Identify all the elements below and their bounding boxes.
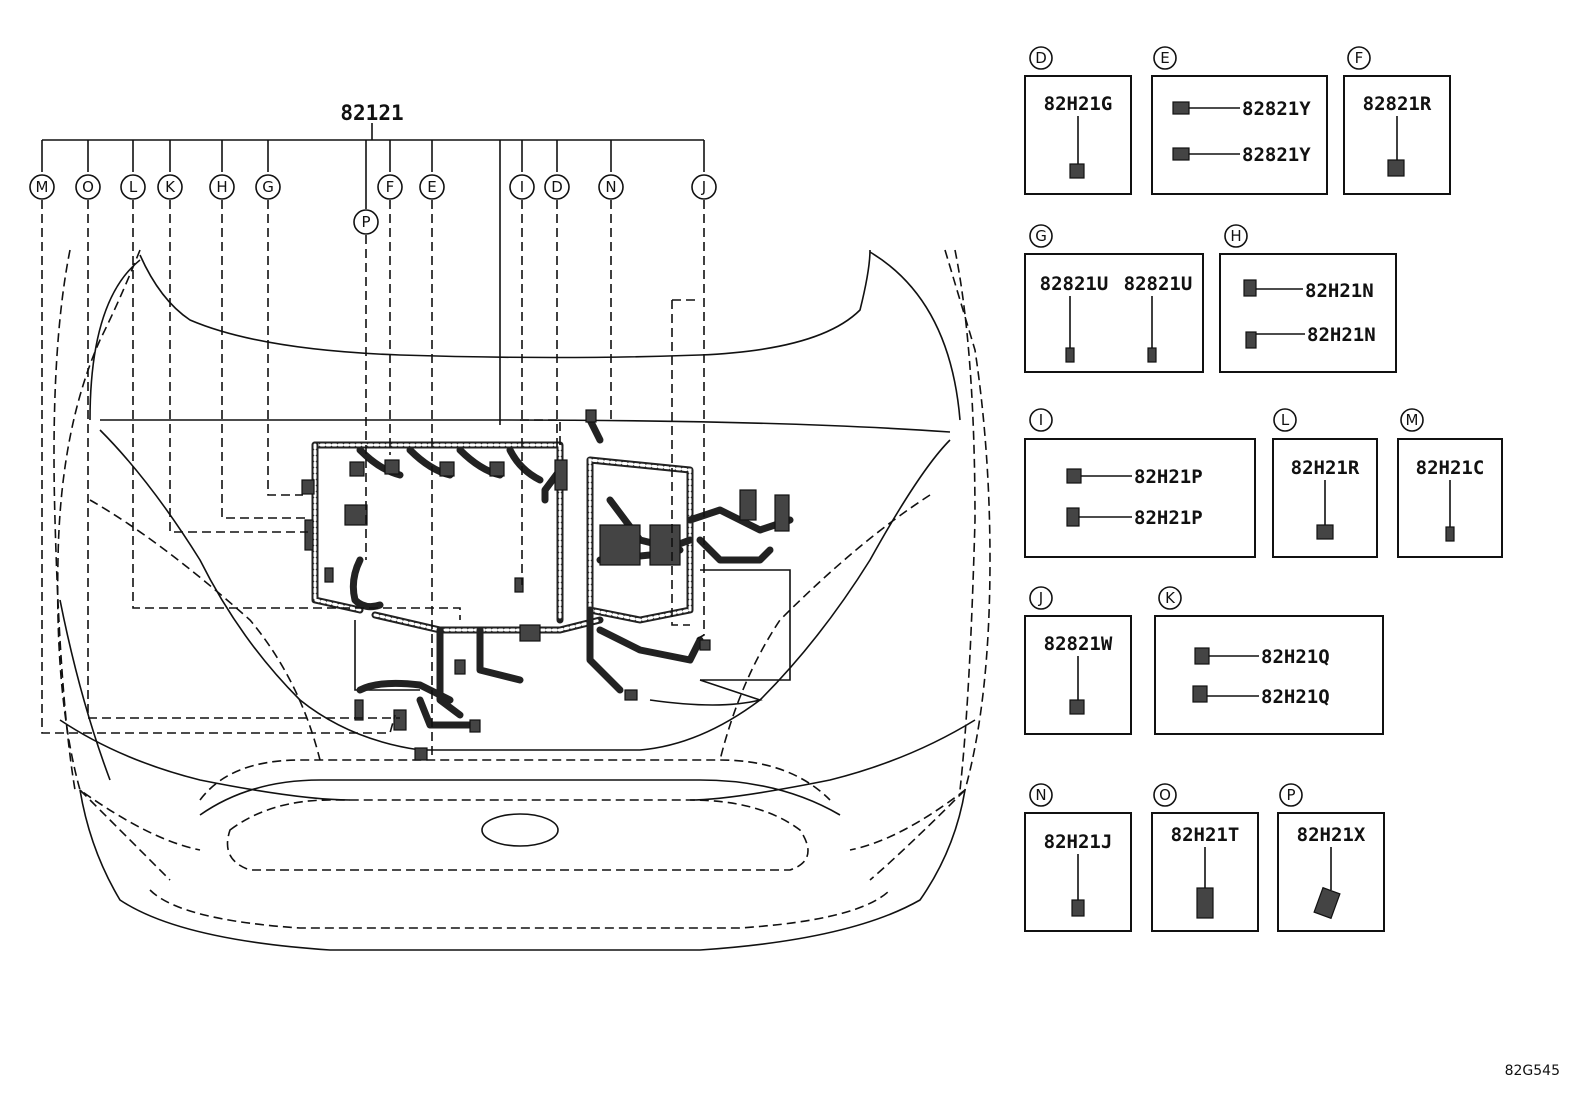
- callout-circle-k: K: [157, 174, 183, 200]
- callout-circle-h: H: [209, 174, 235, 200]
- part-label: 82821R: [1363, 93, 1432, 115]
- callout-letter: I: [520, 178, 524, 196]
- detail-letter: G: [1035, 227, 1047, 245]
- callout-circle-g: G: [255, 174, 281, 200]
- part-label: 82H21Q: [1261, 686, 1330, 708]
- callout-letter: D: [551, 178, 563, 196]
- detail-letter: P: [1286, 786, 1295, 804]
- callout-circle-n: N: [598, 174, 624, 200]
- detail-box-m: M 82H21C: [1397, 408, 1503, 558]
- callout-circle-f: F: [377, 174, 403, 200]
- callout-letter: M: [36, 178, 49, 196]
- part-label: 82H21Q: [1261, 646, 1330, 668]
- detail-box-h: H 82H21N 82H21N: [1219, 224, 1397, 373]
- part-label: 82821U: [1040, 273, 1109, 295]
- part-label: 82H21J: [1044, 831, 1113, 853]
- detail-box-k: K 82H21Q 82H21Q: [1154, 586, 1384, 735]
- detail-box-n: N 82H21J: [1024, 783, 1132, 932]
- callout-circle-m: M: [29, 174, 55, 200]
- detail-letter: F: [1355, 49, 1364, 67]
- detail-box-j: J 82821W: [1024, 586, 1132, 735]
- detail-box-f: F 82821R: [1343, 46, 1451, 195]
- callout-circle-p: P: [353, 209, 379, 235]
- main-part-label: 82121: [340, 101, 403, 125]
- detail-letter: K: [1165, 589, 1176, 607]
- detail-letter: L: [1281, 411, 1290, 429]
- detail-box-e: E 82821Y 82821Y: [1151, 46, 1328, 195]
- callout-letter: L: [129, 178, 138, 196]
- callout-letter: F: [386, 178, 395, 196]
- detail-letter: N: [1035, 786, 1046, 804]
- detail-letter: O: [1159, 786, 1171, 804]
- part-label: 82821Y: [1242, 144, 1311, 166]
- detail-letter: J: [1038, 589, 1043, 607]
- detail-box-l: L 82H21R: [1272, 408, 1378, 558]
- detail-letter: E: [1160, 49, 1169, 67]
- callout-circle-o: O: [75, 174, 101, 200]
- engine-wire-harness: [301, 409, 794, 761]
- part-label: 82H21P: [1134, 466, 1203, 488]
- detail-letter: H: [1230, 227, 1241, 245]
- callout-letter: O: [82, 178, 94, 196]
- part-label: 82H21N: [1307, 324, 1376, 346]
- part-label: 82H21N: [1305, 280, 1374, 302]
- detail-letter: D: [1035, 49, 1047, 67]
- part-label: 82H21C: [1416, 457, 1485, 479]
- detail-box-d: D 82H21G: [1024, 46, 1132, 195]
- detail-box-g: G 82821U 82821U: [1024, 224, 1204, 373]
- part-label: 82821W: [1044, 633, 1113, 655]
- callout-letter: K: [165, 178, 176, 196]
- vehicle-outline: [53, 249, 991, 951]
- callout-letter: P: [361, 213, 370, 231]
- callout-leaders: [41, 123, 705, 760]
- part-label: 82H21R: [1291, 457, 1360, 479]
- part-label: 82821Y: [1242, 98, 1311, 120]
- detail-letter: I: [1039, 411, 1043, 429]
- callout-letter: E: [427, 178, 436, 196]
- part-label: 82H21T: [1171, 824, 1240, 846]
- part-label: 82821U: [1124, 273, 1193, 295]
- diagram-code: 82G545: [1505, 1063, 1560, 1079]
- detail-box-i: I 82H21P 82H21P: [1024, 408, 1256, 558]
- callout-letter: G: [262, 178, 274, 196]
- part-label: 82H21X: [1297, 824, 1366, 846]
- callout-circle-e: E: [419, 174, 445, 200]
- detail-letter: M: [1406, 411, 1419, 429]
- detail-box-p: P 82H21X: [1277, 783, 1385, 932]
- callout-circle-i: I: [509, 174, 535, 200]
- callout-circle-d: D: [544, 174, 570, 200]
- callout-letter: H: [216, 178, 227, 196]
- callout-circle-l: L: [120, 174, 146, 200]
- part-label: 82H21P: [1134, 507, 1203, 529]
- callout-letter: N: [605, 178, 616, 196]
- detail-box-o: O 82H21T: [1151, 783, 1259, 932]
- part-label: 82H21G: [1044, 93, 1113, 115]
- callout-letter: J: [701, 178, 706, 196]
- callout-circle-j: J: [691, 174, 717, 200]
